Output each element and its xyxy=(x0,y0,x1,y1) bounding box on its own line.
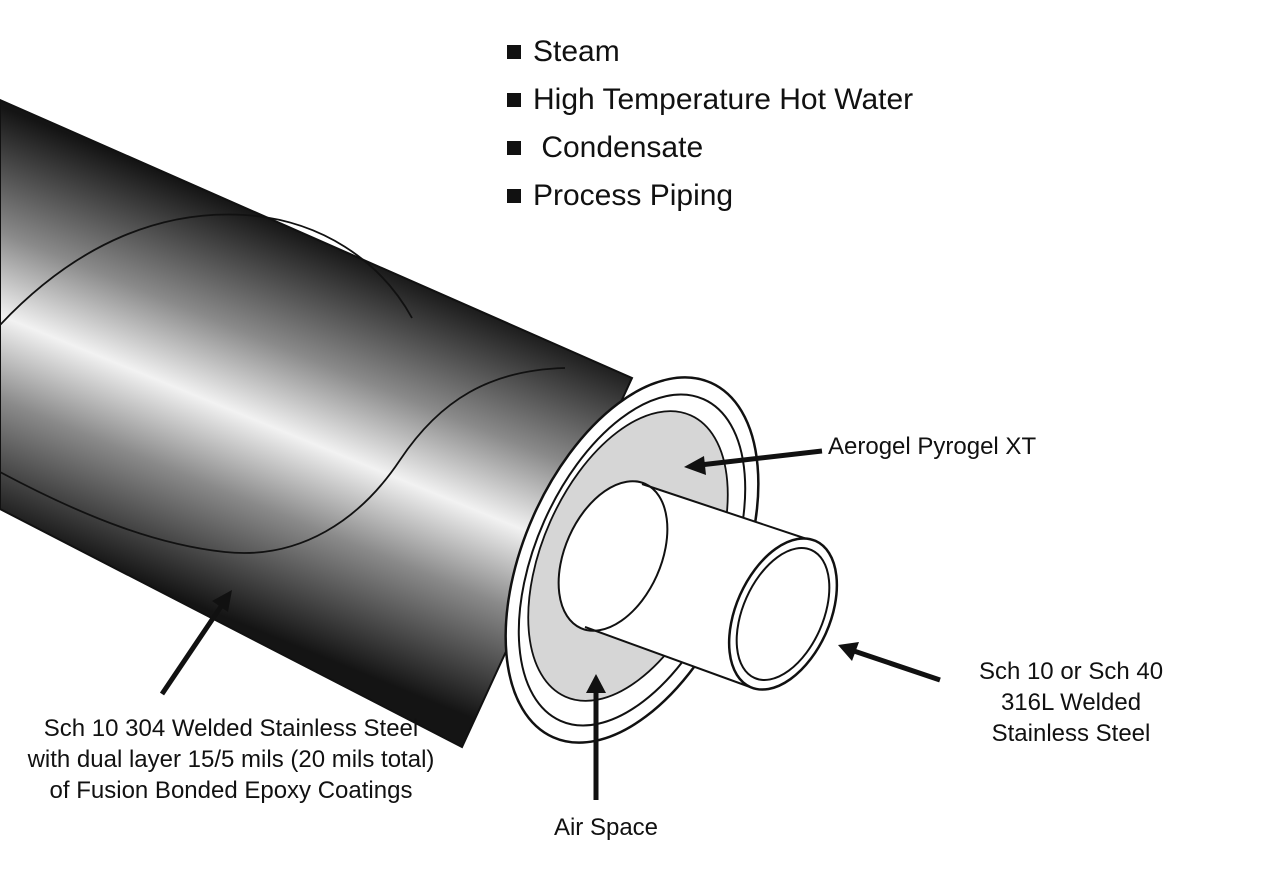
list-item: High Temperature Hot Water xyxy=(507,76,913,124)
outer-jacket-label-line: Sch 10 304 Welded Stainless Steel xyxy=(43,715,419,742)
inner-pipe-edge xyxy=(641,483,817,543)
outer-jacket-label-line: with dual layer 15/5 mils (20 mils total… xyxy=(27,746,435,773)
air-space-arrow xyxy=(586,674,606,800)
spiral-seam-line xyxy=(0,213,413,326)
aerogel-arrow xyxy=(684,448,823,475)
square-bullet-icon xyxy=(507,189,521,203)
inner-pipe-label-line: Sch 10 or Sch 40 xyxy=(978,658,1164,685)
inner-pipe-label-line: 316L Welded xyxy=(1000,689,1142,716)
inner-pipe-label: Sch 10 or Sch 40 316L Welded Stainless S… xyxy=(951,656,1191,749)
aerogel-label-text: Aerogel Pyrogel XT xyxy=(828,433,1037,460)
applications-list: Steam High Temperature Hot Water Condens… xyxy=(507,28,913,220)
list-item: Steam xyxy=(507,28,913,76)
inner-pipe-edge xyxy=(584,626,751,688)
list-item-label: Steam xyxy=(533,35,620,68)
spiral-seam-line xyxy=(0,367,566,554)
inner-pipe-label-line: Stainless Steel xyxy=(991,720,1151,747)
aerogel-label: Aerogel Pyrogel XT xyxy=(828,431,1036,462)
outer-jacket-body xyxy=(0,98,634,749)
list-item: Process Piping xyxy=(507,172,913,220)
air-space-label: Air Space xyxy=(536,812,676,843)
list-item-label: Process Piping xyxy=(533,179,734,212)
square-bullet-icon xyxy=(507,141,521,155)
list-item-label: High Temperature Hot Water xyxy=(533,83,914,116)
inner-pipe-back-end xyxy=(557,480,669,632)
list-item: Condensate xyxy=(507,124,913,172)
outer-jacket-label-line: of Fusion Bonded Epoxy Coatings xyxy=(49,777,413,804)
outer-jacket-arrow xyxy=(159,590,232,696)
list-item-label: Condensate xyxy=(533,131,704,164)
inner-pipe-bore xyxy=(735,547,831,681)
inner-pipe-arrow xyxy=(838,642,941,683)
outer-jacket-label: Sch 10 304 Welded Stainless Steel with d… xyxy=(0,713,462,806)
air-space-label-text: Air Space xyxy=(553,814,659,841)
square-bullet-icon xyxy=(507,45,521,59)
square-bullet-icon xyxy=(507,93,521,107)
